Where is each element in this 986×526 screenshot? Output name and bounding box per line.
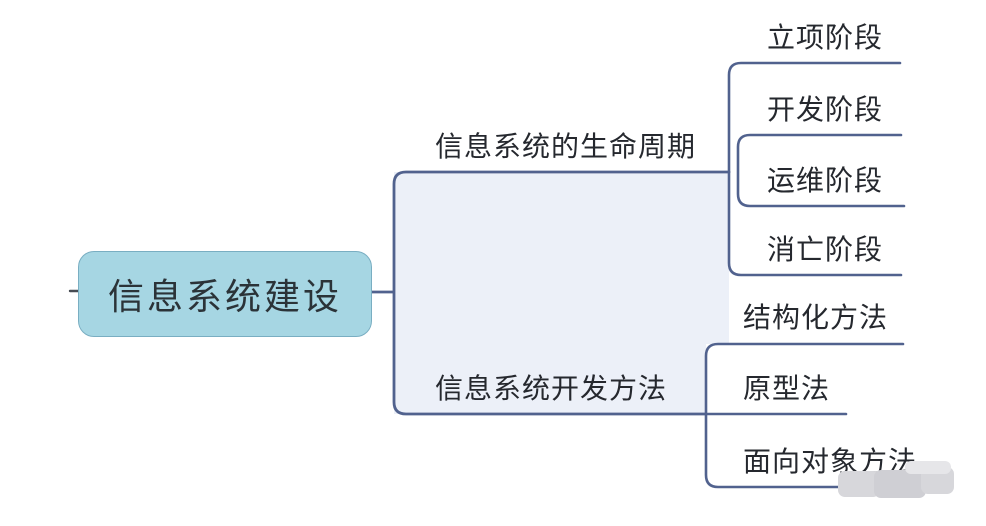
leaf-topic-structured-method[interactable]: 结构化方法: [743, 302, 889, 333]
leaf-topic-operation-phase[interactable]: 运维阶段: [767, 165, 884, 196]
methods-outer-bracket: [704, 342, 909, 489]
root-branch-bracket: [370, 170, 731, 416]
branch-group-fill: [394, 172, 729, 414]
lifecycle-inner-bracket: [736, 133, 906, 208]
leaf-topic-demise-phase[interactable]: 消亡阶段: [767, 234, 884, 265]
leaf-topic-initiation-phase[interactable]: 立项阶段: [767, 22, 884, 53]
leaf-topic-development-phase[interactable]: 开发阶段: [767, 94, 884, 125]
branch-topic-lifecycle[interactable]: 信息系统的生命周期: [435, 131, 697, 162]
lifecycle-outer-bracket: [727, 61, 903, 277]
root-topic-label: 信息系统建设: [107, 276, 342, 317]
leaf-topic-prototype-method[interactable]: 原型法: [743, 373, 831, 404]
watermark-blur-patch: [874, 470, 926, 498]
watermark-blur-patch: [905, 461, 951, 474]
branch-topic-dev-methods[interactable]: 信息系统开发方法: [435, 373, 668, 404]
watermark-blur-patch: [838, 471, 880, 497]
root-topic[interactable]: 信息系统建设: [78, 251, 372, 337]
